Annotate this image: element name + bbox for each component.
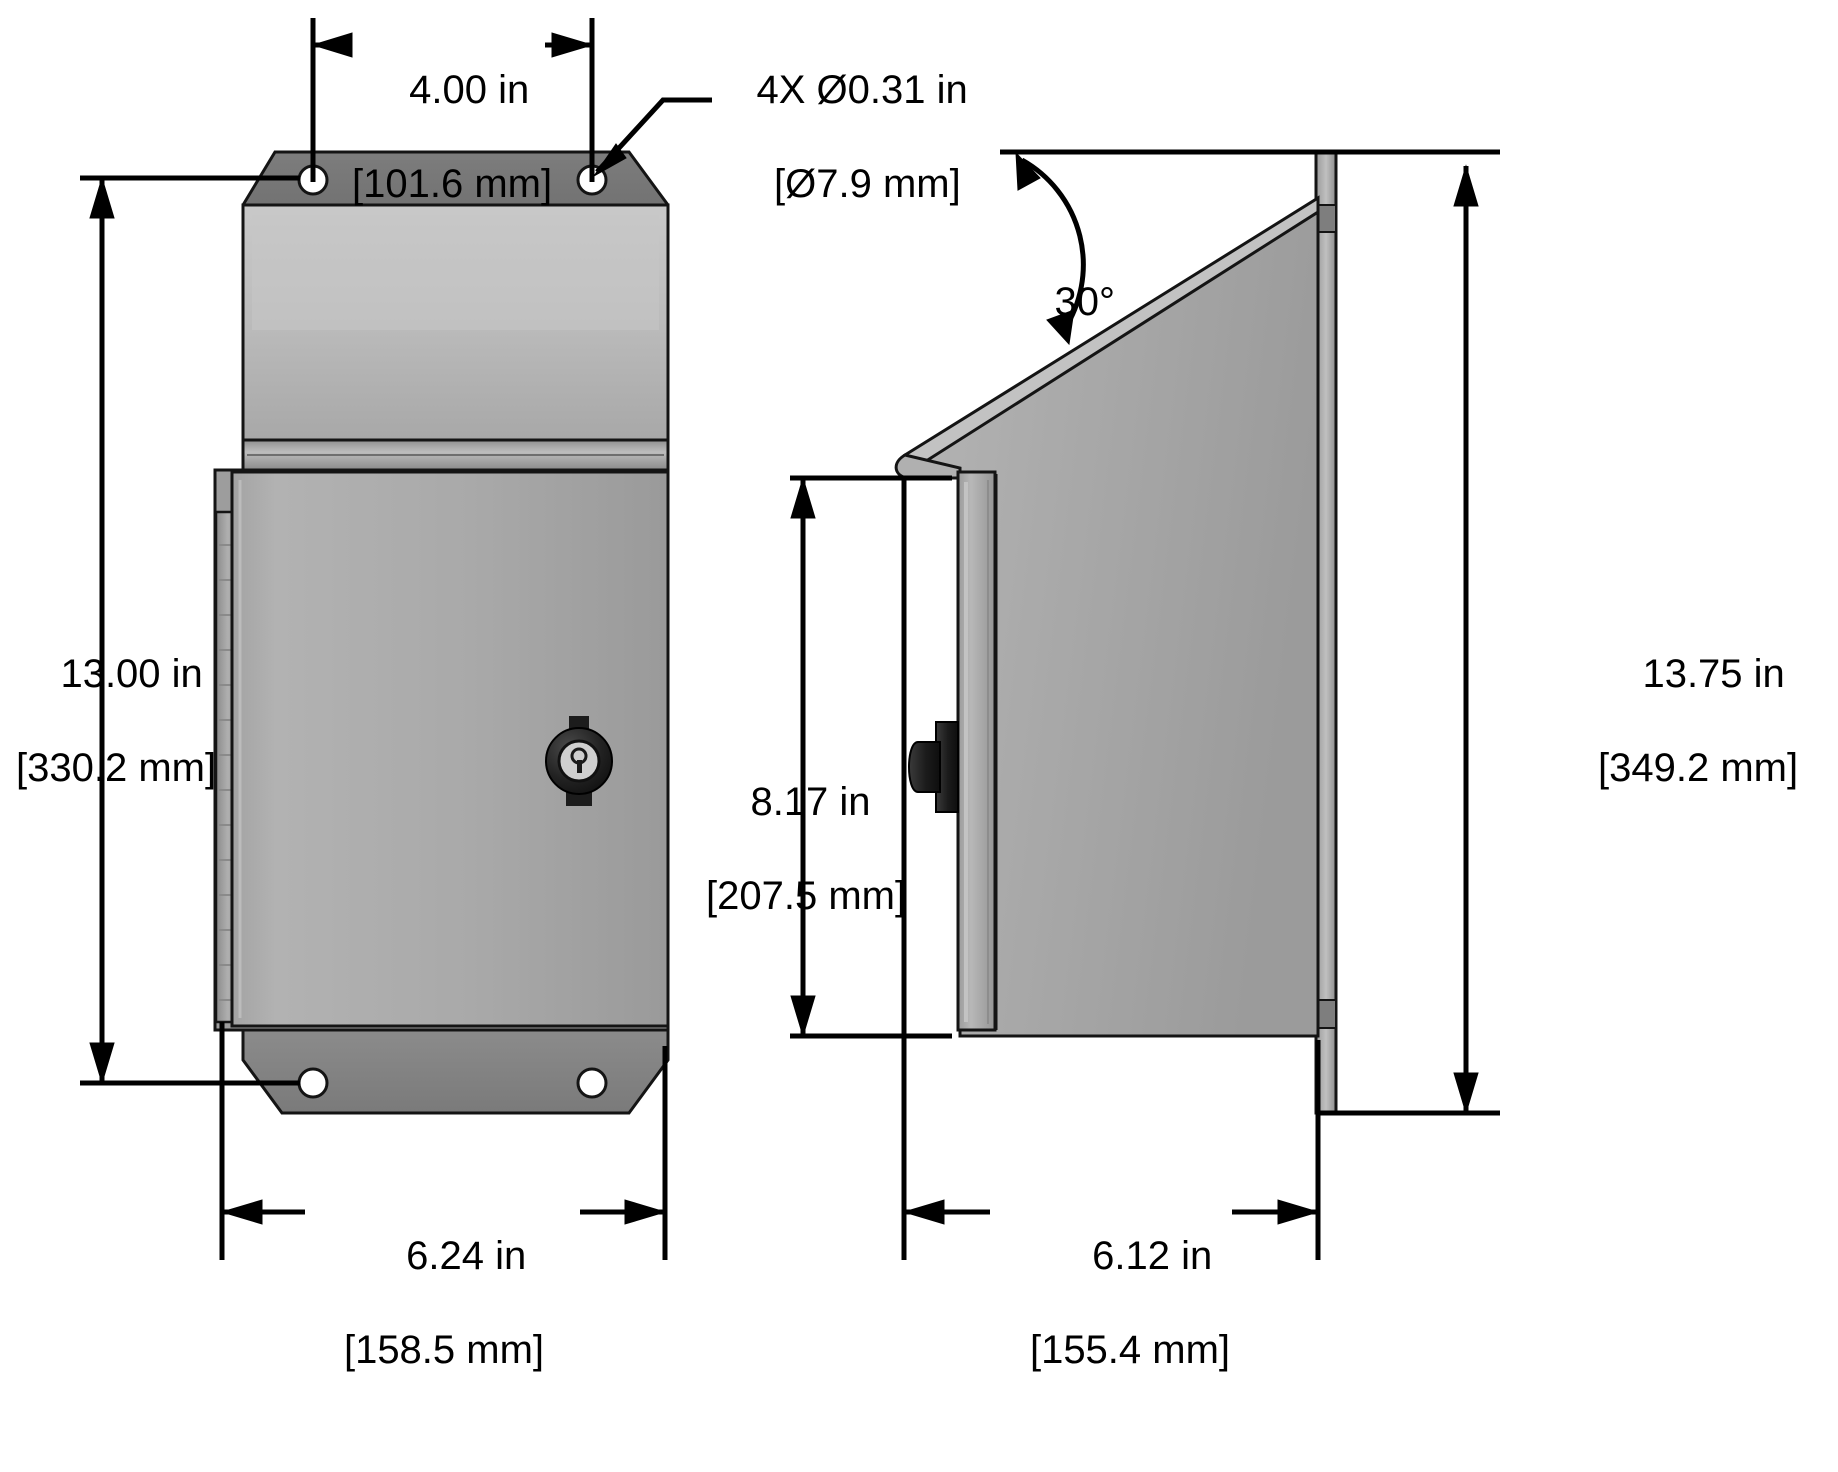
- front-view-body: [213, 150, 670, 1115]
- dim-side-depth-mm: [155.4 mm]: [1029, 1328, 1231, 1372]
- arrow-height-bottom: [89, 1042, 115, 1085]
- arrow-width-left: [220, 1199, 263, 1225]
- dim-overall-height-mm: [330.2 mm]: [16, 746, 217, 790]
- front-door-panel: [230, 470, 670, 1028]
- dim-overall-width-in: 6.24 in: [406, 1234, 527, 1278]
- dim-side-height-in: 13.75 in: [1642, 652, 1785, 696]
- arrow-width-right: [624, 1199, 667, 1225]
- dim-side-height-mm: [349.2 mm]: [1598, 746, 1799, 790]
- dim-overall-height-in: 13.00 in: [60, 652, 203, 696]
- arrow-top-left: [311, 32, 353, 58]
- dim-hole-callout-in: 4X Ø0.31 in: [756, 68, 968, 112]
- side-lock-knob: [908, 741, 941, 793]
- angle-arc: [1020, 157, 1086, 332]
- dim-overall-width-mm: [158.5 mm]: [343, 1328, 545, 1372]
- arrow-angle-bottom: [1046, 309, 1075, 346]
- dimension-lines: [80, 18, 1500, 1260]
- side-door-lock: [908, 721, 959, 813]
- dim-top-width-mm: [101.6 mm]: [352, 162, 553, 206]
- dim-label-overall-height: 13.00 in [330.2 mm]: [16, 604, 216, 886]
- arrow-hole-callout: [593, 143, 627, 177]
- dim-top-width-in: 4.00 in: [409, 68, 530, 112]
- dim-side-depth-in: 6.12 in: [1092, 1234, 1213, 1278]
- dim-label-slope-angle: 30°: [1010, 232, 1115, 373]
- dim-label-side-height: 13.75 in [349.2 mm]: [1598, 604, 1798, 886]
- arrow-depth-right: [1277, 1199, 1320, 1225]
- dim-label-side-depth: 6.12 in [155.4 mm]: [990, 1186, 1270, 1468]
- arrow-side-height-top: [1453, 164, 1479, 207]
- mounting-hole-bottom-left: [297, 1067, 329, 1099]
- arrow-side-height-bottom: [1453, 1072, 1479, 1115]
- mounting-hole-bottom-right: [576, 1067, 608, 1099]
- arrow-door-top: [790, 476, 816, 519]
- arrow-depth-left: [902, 1199, 945, 1225]
- dim-label-top-width: 4.00 in [101.6 mm]: [352, 20, 553, 302]
- arrow-top-right: [551, 32, 594, 58]
- front-door-lock: [545, 716, 613, 806]
- dim-door-height-in: 8.17 in: [750, 780, 871, 824]
- lock-keyhole-slot: [577, 760, 582, 773]
- dim-label-door-height: 8.17 in [207.5 mm]: [706, 732, 906, 1014]
- front-bottom-mounting-flange: [241, 1020, 670, 1115]
- arrow-door-bottom: [790, 995, 816, 1038]
- dim-label-hole-callout: 4X Ø0.31 in [Ø7.9 mm]: [712, 20, 968, 302]
- arrow-height-top: [89, 176, 115, 219]
- dim-slope-angle: 30°: [1054, 280, 1115, 324]
- side-view-body: [894, 150, 1338, 1115]
- dim-door-height-mm: [207.5 mm]: [706, 874, 907, 918]
- arrow-angle-top: [1015, 151, 1041, 191]
- side-door-panel: [956, 470, 997, 1032]
- hood-highlight: [252, 215, 659, 330]
- dim-hole-callout-mm: [Ø7.9 mm]: [774, 162, 961, 206]
- dim-label-overall-width: 6.24 in [158.5 mm]: [305, 1186, 583, 1468]
